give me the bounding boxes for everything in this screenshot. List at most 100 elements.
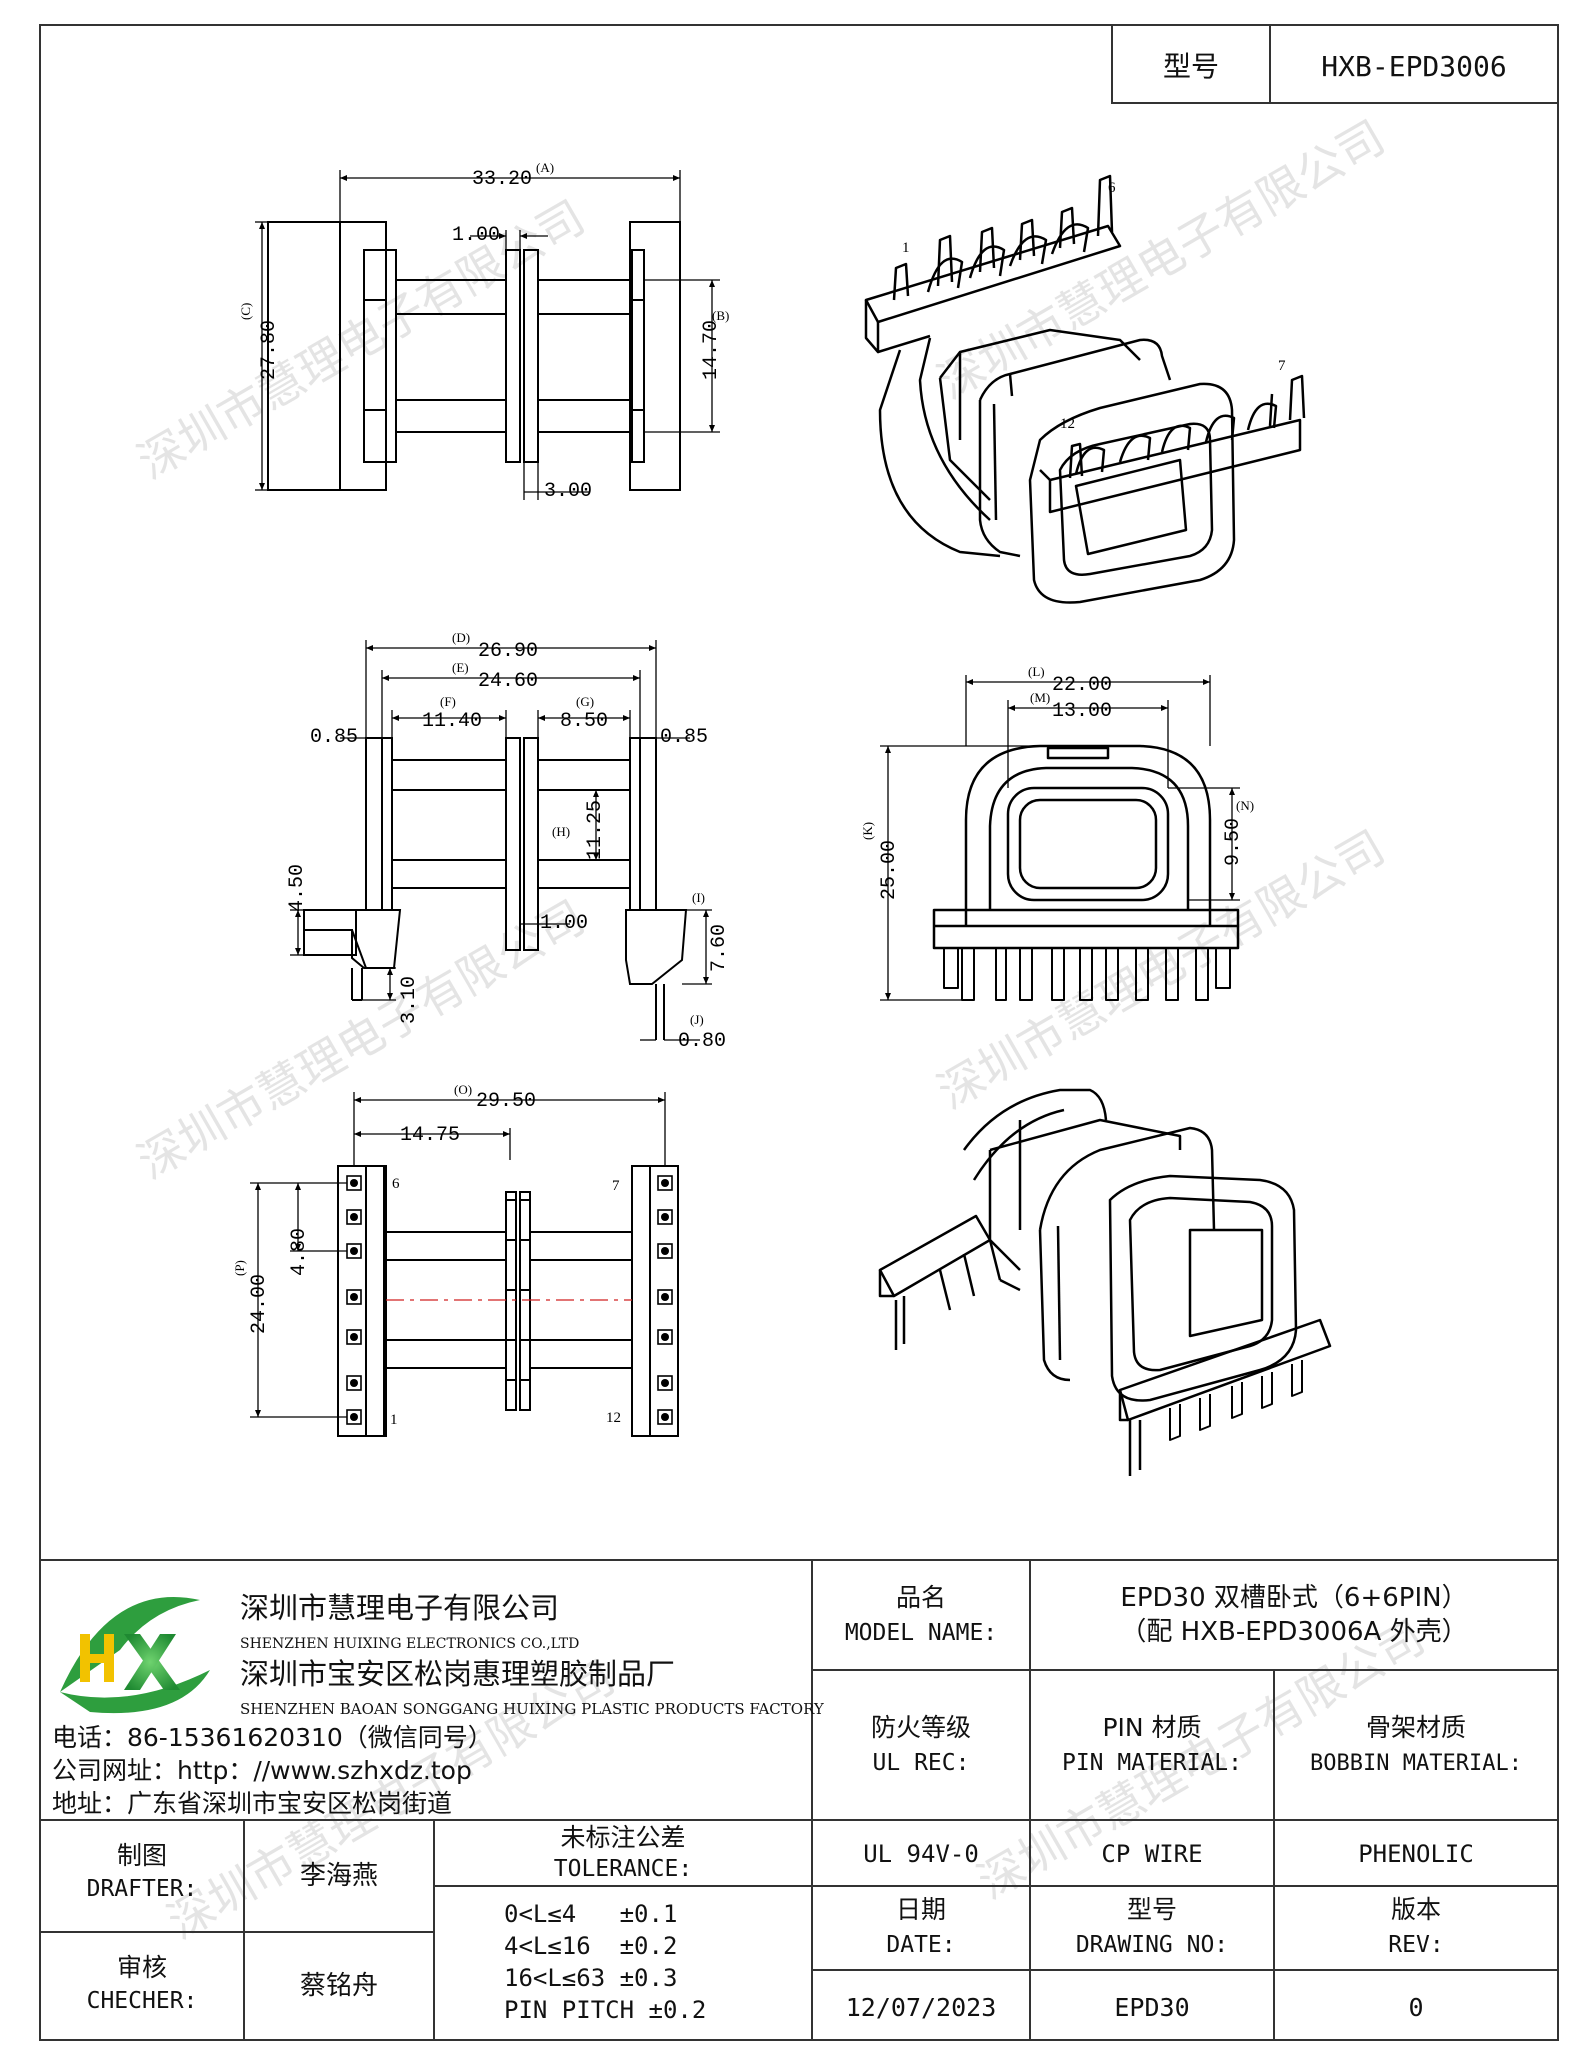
bottom-pin-1: 1 [390, 1412, 398, 1428]
dim-m-label: (M) [1030, 690, 1050, 705]
front-view [932, 744, 1240, 1001]
model-box-label: 型号 [1163, 50, 1219, 83]
top-view-labels: 33.20 (A) 1.00 14.70 (B) 27.80 (C) 3.00 [238, 160, 729, 503]
dim-h-value: 11.25 [584, 800, 607, 860]
drawing-no-en: DRAWING NO: [1076, 1932, 1228, 1958]
company-address: 地址：广东省深圳市宝安区松岗街道 [52, 1789, 452, 1818]
dim-a-label: (A) [536, 160, 554, 175]
side-view-labels: (D) 26.90 (E) 24.60 (F) 11.40 (G) 8.50 0… [286, 630, 731, 1053]
dim-k-label: (K) [860, 822, 875, 840]
dim-pitch-value: 4.80 [288, 1228, 311, 1276]
company-cn: 深圳市慧理电子有限公司 [240, 1591, 559, 1625]
dim-d-value: 26.90 [478, 640, 538, 663]
company-website: 公司网址：http：//www.szhxdz.top [52, 1756, 472, 1785]
company-info: 深圳市慧理电子有限公司 SHENZHEN HUIXING ELECTRONICS… [52, 1591, 825, 1818]
front-view-labels: (L) 22.00 (M) 13.00 (K) 25.00 (N) 9.50 [860, 664, 1254, 900]
pin-material-en: PIN MATERIAL: [1062, 1750, 1242, 1776]
fire-rating-cn: 防火等级 [871, 1713, 971, 1742]
model-name-cn: 品名 [896, 1583, 946, 1612]
dim-g-value: 8.50 [560, 710, 608, 733]
iso-top-view [864, 174, 1306, 604]
tolerance-line-4: PIN PITCH ±0.2 [504, 1996, 706, 2024]
company-phone: 电话：86-15361620310（微信同号） [52, 1723, 493, 1752]
tolerance-line-1: 0<L≤4 ±0.1 [504, 1900, 677, 1928]
bottom-pin-12: 12 [606, 1410, 621, 1426]
drafter-cn: 制图 [117, 1841, 167, 1870]
checker-en: CHECHER: [87, 1988, 198, 2014]
dim-k-value: 25.00 [878, 840, 901, 900]
watermark-4: 深圳市慧理电子有限公司 [929, 820, 1394, 1120]
dim-p-label: (P) [232, 1260, 247, 1276]
model-value-1: EPD30 双槽卧式（6+6PIN） [1120, 1583, 1467, 1613]
dim-c-value: 27.80 [258, 320, 281, 380]
front-view-dims [880, 675, 1240, 1001]
bottom-pin-7: 7 [612, 1178, 620, 1194]
drafter-name: 李海燕 [300, 1861, 378, 1891]
pin-material-cn: PIN 材质 [1102, 1713, 1201, 1742]
iso-bottom-view [878, 1088, 1332, 1476]
dim-e-label: (E) [452, 660, 469, 675]
iso-pin-12: 12 [1060, 416, 1075, 432]
dim-n-value: 9.50 [1222, 818, 1245, 866]
dim-i-label: (I) [692, 890, 705, 905]
dim-m-value: 13.00 [1052, 700, 1112, 723]
tolerance-line-2: 4<L≤16 ±0.2 [504, 1932, 677, 1960]
dim-flange-value: 1.00 [540, 912, 588, 935]
company-logo: HX [60, 1596, 210, 1714]
iso-pin-7: 7 [1278, 358, 1286, 374]
side-view-dims [290, 640, 712, 1041]
dim-o-value: 29.50 [476, 1090, 536, 1113]
tolerance-cn: 未标注公差 [560, 1823, 685, 1852]
bobbin-material-cn: 骨架材质 [1366, 1713, 1466, 1742]
dim-half-value: 14.75 [400, 1124, 460, 1147]
dim-f-value: 11.40 [422, 710, 482, 733]
dim-h-label: (H) [552, 824, 570, 839]
dim-l-value: 22.00 [1052, 674, 1112, 697]
dim-t2-value: 3.00 [544, 480, 592, 503]
iso-top-labels: 1 6 7 12 [902, 180, 1286, 432]
model-box-value: HXB-EPD3006 [1321, 50, 1506, 83]
drawing-border [39, 24, 1559, 2041]
dim-right-085: 0.85 [660, 726, 708, 749]
dim-e-value: 24.60 [478, 670, 538, 693]
drawing-no-value: EPD30 [1114, 1993, 1189, 2022]
model-value-2: （配 HXB-EPD3006A 外壳） [1120, 1617, 1467, 1647]
rev-cn: 版本 [1391, 1895, 1441, 1924]
date-en: DATE: [886, 1932, 955, 1958]
dim-a-value: 33.20 [472, 168, 532, 191]
bobbin-material-value: PHENOLIC [1358, 1840, 1474, 1868]
side-view [303, 737, 688, 1040]
tolerance-line-3: 16<L≤63 ±0.3 [504, 1964, 677, 1992]
factory-en: SHENZHEN BAOAN SONGGANG HUIXING PLASTIC … [240, 1700, 825, 1718]
dim-b-value: 14.70 [700, 320, 723, 380]
drawing-no-cn: 型号 [1127, 1895, 1177, 1924]
dim-c-label: (C) [238, 303, 253, 320]
dim-j-label: (J) [690, 1012, 704, 1027]
model-box: 型号 HXB-EPD3006 [1111, 24, 1559, 104]
tolerance-en: TOLERANCE: [554, 1856, 692, 1882]
product-info: 品名 MODEL NAME: EPD30 双槽卧式（6+6PIN） （配 HXB… [845, 1583, 1522, 2022]
dim-d-label: (D) [452, 630, 470, 645]
drafter-en: DRAFTER: [87, 1876, 198, 1902]
dim-b-label: (B) [712, 308, 729, 323]
iso-pin-6: 6 [1108, 180, 1116, 196]
dim-t1-value: 1.00 [452, 224, 500, 247]
dim-left-085: 0.85 [310, 726, 358, 749]
dim-j-value: 0.80 [678, 1030, 726, 1053]
bobbin-material-en: BOBBIN MATERIAL: [1310, 1751, 1522, 1776]
title-block [40, 1559, 1558, 2040]
date-cn: 日期 [896, 1895, 946, 1924]
rev-en: REV: [1388, 1932, 1443, 1958]
model-name-en: MODEL NAME: [845, 1620, 997, 1646]
dim-g-label: (G) [576, 694, 594, 709]
dim-p-value: 24.00 [248, 1274, 271, 1334]
dim-o-label: (O) [454, 1082, 472, 1097]
dim-450-value: 4.50 [286, 864, 309, 912]
top-view-dims [255, 170, 720, 500]
bottom-view-labels: (O) 29.50 14.75 (P) 24.00 4.80 6 7 1 12 [232, 1082, 621, 1428]
bottom-pin-6: 6 [392, 1176, 400, 1192]
top-view [267, 221, 681, 491]
pin-material-value: CP WIRE [1101, 1840, 1202, 1868]
dim-i-value: 7.60 [708, 924, 731, 972]
